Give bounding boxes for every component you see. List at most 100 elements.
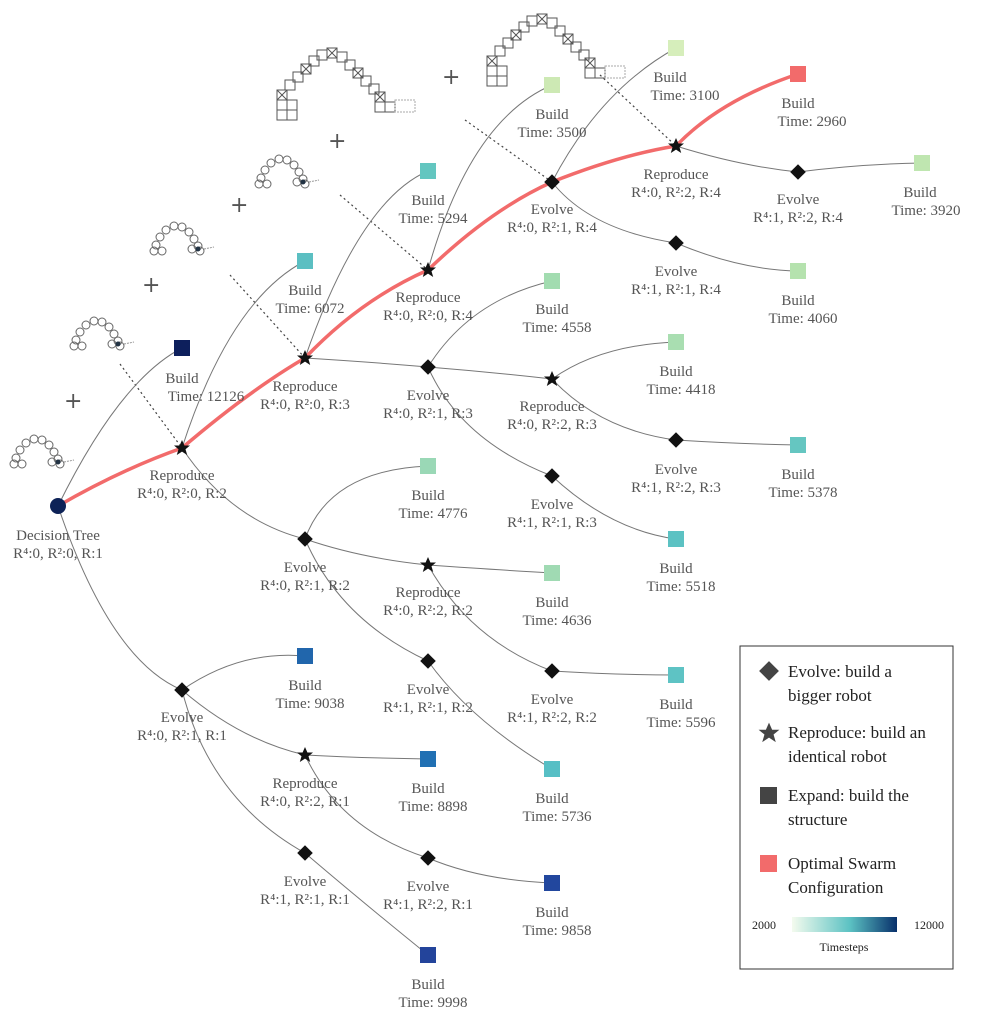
build-time: Time: 4558 [522, 320, 591, 336]
build-time: Time: 2960 [777, 114, 846, 130]
build-time: Time: 4060 [768, 311, 837, 327]
optimal-square-icon [760, 855, 777, 872]
build-time: Time: 5518 [646, 579, 715, 595]
star-icon [297, 350, 313, 365]
build-label: Build [659, 697, 693, 713]
build-time: Time: 3100 [650, 88, 719, 104]
node-label: Evolve [655, 462, 698, 478]
node-reward: R⁴:0, R²:2, R:3 [507, 417, 597, 433]
diamond-icon [420, 850, 436, 866]
legend-evolve-line2: bigger robot [788, 686, 872, 705]
build-square [544, 273, 560, 289]
node-reward: R⁴:1, R²:1, R:2 [383, 700, 473, 716]
build-square [790, 263, 806, 279]
build-square [544, 875, 560, 891]
diamond-icon [297, 531, 313, 547]
colorbar-max: 12000 [914, 918, 944, 932]
build-label: Build [535, 905, 569, 921]
root-label: Decision Tree [16, 528, 100, 544]
node-label: Evolve [284, 874, 327, 890]
star-icon [420, 557, 436, 572]
plus-icon: + [328, 129, 346, 154]
robot-image-1 [9, 434, 75, 469]
node-reward: R⁴:0, R²:2, R:1 [260, 794, 350, 810]
build-label: Build [535, 791, 569, 807]
plus-icon: + [64, 389, 82, 414]
star-icon [297, 747, 313, 762]
build-label: Build [288, 678, 322, 694]
node-reward: R⁴:0, R²:1, R:3 [383, 406, 473, 422]
square-icon [760, 787, 777, 804]
diamond-icon [544, 663, 560, 679]
tree-edges [57, 47, 923, 956]
node-reward: R⁴:1, R²:1, R:1 [260, 892, 350, 908]
node-reward: R⁴:1, R²:1, R:3 [507, 515, 597, 531]
build-label: Build [411, 781, 445, 797]
star-icon [420, 262, 436, 277]
build-label: Build [659, 364, 693, 380]
timesteps-colorbar [792, 917, 897, 932]
build-label: Build [659, 561, 693, 577]
build-square [420, 751, 436, 767]
build-label: Build [411, 977, 445, 993]
legend-expand-line1: Expand: build the [788, 786, 909, 805]
legend-box [739, 645, 954, 970]
node-label: Evolve [407, 879, 450, 895]
node-label: Evolve [161, 710, 204, 726]
node-label: Evolve [531, 497, 574, 513]
legend-evolve-line1: Evolve: build a [788, 662, 892, 681]
build-labels: Build Time: 12126 Build Time: 6072 Build… [165, 70, 960, 1011]
node-reward: R⁴:1, R²:2, R:3 [631, 480, 721, 496]
diamond-icon [174, 682, 190, 698]
build-square [420, 947, 436, 963]
node-label: Reproduce [150, 468, 215, 484]
build-time: Time: 5596 [646, 715, 716, 731]
dotted-connectors [119, 74, 677, 449]
reproduce-nodes [174, 138, 684, 762]
node-label: Evolve [531, 202, 574, 218]
build-time: Time: 12126 [168, 389, 245, 405]
build-label: Build [781, 293, 815, 309]
build-square [544, 77, 560, 93]
build-square [914, 155, 930, 171]
robot-image-5 [276, 47, 416, 121]
star-icon [758, 722, 780, 743]
diamond-icon [544, 174, 560, 190]
diamond-icon [297, 845, 313, 861]
build-time: Time: 4776 [398, 506, 468, 522]
evolve-nodes [174, 164, 806, 866]
diamond-icon [420, 653, 436, 669]
build-label: Build [903, 185, 937, 201]
node-reward: R⁴:1, R²:2, R:1 [383, 897, 473, 913]
star-icon [174, 440, 190, 455]
node-label: Reproduce [273, 379, 338, 395]
build-square [544, 565, 560, 581]
build-label: Build [288, 283, 322, 299]
build-label: Build [535, 107, 569, 123]
build-square [668, 667, 684, 683]
legend-optimal-line2: Configuration [788, 878, 884, 897]
star-icon [544, 371, 560, 386]
build-square [668, 531, 684, 547]
build-time: Time: 3920 [891, 203, 960, 219]
build-label: Build [781, 467, 815, 483]
node-reward: R⁴:0, R²:0, R:4 [383, 308, 473, 324]
build-square [297, 253, 313, 269]
build-time: Time: 9858 [522, 923, 591, 939]
plus-signs: + + + + + [64, 65, 460, 414]
node-reward: R⁴:0, R²:2, R:2 [383, 603, 473, 619]
diamond-icon [668, 432, 684, 448]
star-icon [668, 138, 684, 153]
build-square [668, 40, 684, 56]
build-label: Build [781, 96, 815, 112]
node-label: Evolve [407, 388, 450, 404]
build-time: Time: 5294 [398, 211, 468, 227]
node-reward: R⁴:1, R²:2, R:4 [753, 210, 843, 226]
build-time: Time: 3500 [517, 125, 586, 141]
build-time: Time: 5736 [522, 809, 592, 825]
build-label: Build [535, 595, 569, 611]
build-time: Time: 9998 [398, 995, 467, 1011]
node-reward: R⁴:1, R²:2, R:2 [507, 710, 597, 726]
